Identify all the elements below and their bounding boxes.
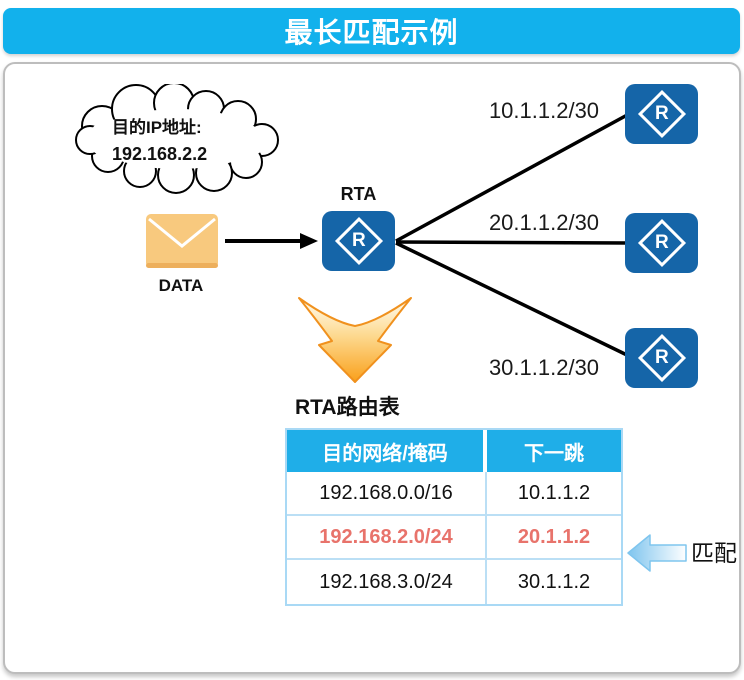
title-bar: 最长匹配示例	[3, 8, 740, 54]
match-label: 匹配	[691, 540, 737, 566]
cell-next-hop: 30.1.1.2	[487, 560, 621, 604]
route-table-title: RTA路由表	[295, 396, 400, 419]
cloud-dest-label: 目的IP地址:	[112, 118, 202, 137]
envelope-icon	[146, 214, 218, 268]
col-header-next-hop: 下一跳	[487, 430, 621, 472]
table-row-matched: 192.168.2.0/24 20.1.1.2	[287, 516, 621, 560]
match-arrow-icon	[627, 534, 687, 572]
router-diamond: R	[637, 218, 686, 268]
router-diamond: R	[637, 333, 686, 383]
router-letter: R	[351, 229, 366, 251]
flow-down-arrow-icon	[298, 297, 412, 383]
table-row: 192.168.0.0/16 10.1.1.2	[287, 472, 621, 516]
link-label-20: 20.1.1.2/30	[488, 210, 600, 235]
router-next-hop-20: R	[625, 213, 698, 273]
router-next-hop-10: R	[625, 84, 698, 144]
router-diamond: R	[637, 89, 686, 139]
router-letter: R	[654, 231, 669, 253]
cell-network: 192.168.3.0/24	[287, 560, 487, 604]
router-rta-icon: R	[322, 211, 395, 271]
router-diamond: R	[334, 216, 383, 266]
route-table-header-row: 目的网络/掩码 下一跳	[287, 430, 621, 472]
col-header-network: 目的网络/掩码	[287, 430, 487, 472]
route-table: 目的网络/掩码 下一跳 192.168.0.0/16 10.1.1.2 192.…	[285, 428, 623, 606]
link-label-10: 10.1.1.2/30	[488, 98, 600, 123]
cell-next-hop: 10.1.1.2	[487, 472, 621, 516]
link-label-30: 30.1.1.2/30	[488, 355, 600, 380]
packet-label: DATA	[158, 276, 204, 295]
router-letter: R	[654, 346, 669, 368]
cell-next-hop: 20.1.1.2	[487, 516, 621, 560]
router-next-hop-30: R	[625, 328, 698, 388]
table-row: 192.168.3.0/24 30.1.1.2	[287, 560, 621, 604]
router-letter: R	[654, 102, 669, 124]
destination-cloud-icon	[75, 84, 279, 194]
page-title: 最长匹配示例	[284, 17, 459, 48]
cell-network: 192.168.2.0/24	[287, 516, 487, 560]
cloud-dest-ip: 192.168.2.2	[112, 144, 208, 164]
router-rta-label: RTA	[340, 184, 377, 204]
cell-network: 192.168.0.0/16	[287, 472, 487, 516]
